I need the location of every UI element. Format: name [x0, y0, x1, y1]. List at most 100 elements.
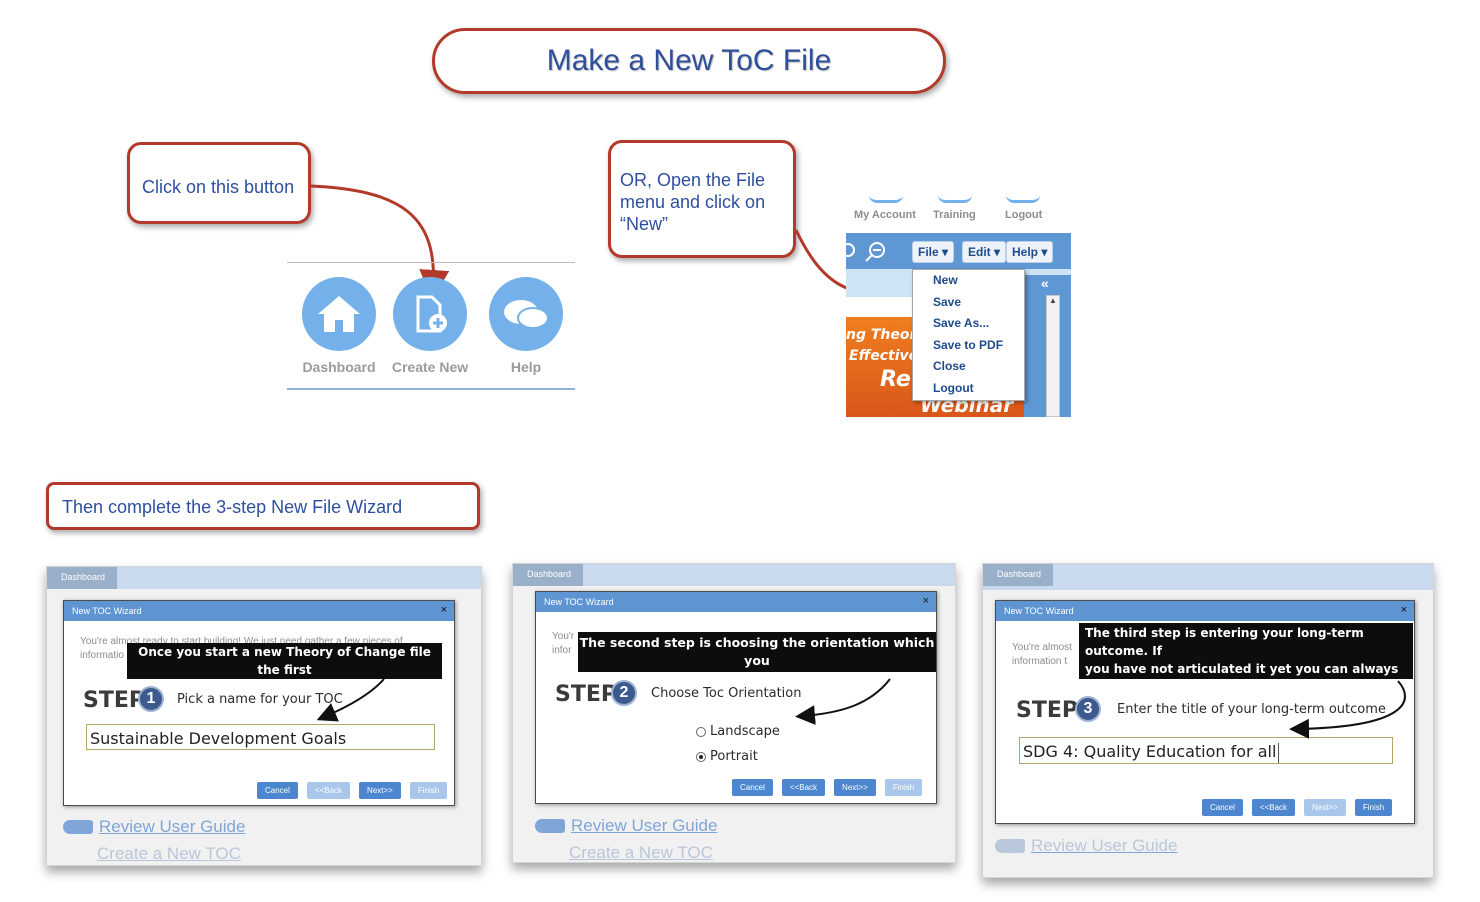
step-label: STEP	[1016, 698, 1079, 723]
finish-button[interactable]: Finish	[884, 779, 923, 796]
create-toc-link[interactable]: Create a New TOC	[569, 843, 713, 862]
callout-line: “New”	[620, 214, 668, 234]
radio-landscape[interactable]	[696, 726, 706, 737]
dashboard-button[interactable]: Dashboard	[294, 277, 384, 375]
file-menu-screenshot: My Account Training Logout File ▾ Edit ▾…	[846, 195, 1071, 417]
panel-header: Dashboard	[47, 567, 481, 589]
outcome-title-value: SDG 4: Quality Education for all	[1023, 742, 1277, 761]
nav-training[interactable]: Training	[933, 209, 976, 221]
banner-text: ng Theory	[846, 327, 926, 343]
toc-name-field[interactable]: Sustainable Development Goals	[86, 724, 435, 750]
help-button[interactable]: Help	[481, 277, 571, 375]
banner-text: Re	[880, 367, 911, 392]
note-line: you have not articulated it yet you can …	[1085, 662, 1399, 676]
wizard-step-1-panel: Dashboard New TOC Wizard× You're almost …	[46, 566, 482, 866]
portrait-option[interactable]: Portrait	[696, 749, 758, 764]
review-guide-text: Review User Guide	[1031, 836, 1178, 855]
review-guide-text: Review User Guide	[571, 816, 718, 835]
back-button[interactable]: <<Back	[781, 779, 826, 796]
wizard-buttons: Cancel <<Back Next>> Finish	[1202, 799, 1393, 816]
nav-arc	[938, 195, 972, 203]
callout-click-button: Click on this button	[127, 142, 311, 224]
close-icon[interactable]: ×	[440, 604, 447, 616]
note-line: The second step is choosing the orientat…	[579, 635, 935, 668]
menu-item-new[interactable]: New	[933, 273, 958, 287]
intro-line: informatio	[80, 650, 124, 661]
cancel-button[interactable]: Cancel	[732, 779, 773, 796]
panel-header: Dashboard	[983, 564, 1433, 590]
dialog-title: New TOC Wizard	[72, 606, 142, 616]
next-button[interactable]: Next>>	[1304, 799, 1346, 816]
instruction-note: The third step is entering your long-ter…	[1079, 623, 1413, 694]
note-line: The third step is entering your long-ter…	[1085, 626, 1364, 658]
next-button[interactable]: Next>>	[834, 779, 876, 796]
menu-bar: File ▾ Edit ▾ Help ▾	[846, 233, 1071, 269]
review-guide-link[interactable]: Review User Guide	[63, 817, 245, 837]
text-cursor	[1278, 742, 1280, 763]
zoom-out-icon[interactable]	[864, 241, 886, 263]
nav-my-account[interactable]: My Account	[854, 209, 916, 221]
review-guide-text: Review User Guide	[99, 817, 246, 836]
step-prompt: Choose Toc Orientation	[651, 686, 802, 701]
step-label: STEP	[83, 688, 146, 713]
back-button[interactable]: <<Back	[306, 782, 351, 799]
file-menu[interactable]: File ▾	[912, 241, 955, 263]
callout-line: menu and click on	[620, 192, 766, 212]
radio-portrait[interactable]	[696, 751, 706, 762]
create-new-button[interactable]: Create New	[385, 277, 475, 375]
callout-line: OR, Open the File	[620, 170, 766, 190]
help-menu-label: Help	[1012, 245, 1039, 259]
intro-line: infor	[552, 645, 572, 656]
new-document-icon	[393, 277, 467, 351]
dialog-header: New TOC Wizard ×	[996, 601, 1414, 621]
scroll-up-icon[interactable]: ▲	[1049, 296, 1057, 305]
close-icon[interactable]: ×	[922, 595, 929, 607]
outcome-title-field[interactable]: SDG 4: Quality Education for all	[1019, 737, 1393, 764]
instruction-note: Once you start a new Theory of Change fi…	[127, 643, 442, 695]
tab-dashboard[interactable]: Dashboard	[47, 567, 117, 589]
review-guide-link[interactable]: Review User Guide	[995, 836, 1177, 856]
edit-menu[interactable]: Edit ▾	[962, 241, 1007, 263]
next-button[interactable]: Next>>	[359, 782, 401, 799]
step-prompt: Pick a name for your TOC	[177, 692, 343, 707]
cancel-button[interactable]: Cancel	[1202, 799, 1243, 816]
note-line: edit the outcome later Then click finsih	[1085, 680, 1351, 694]
menu-item-logout[interactable]: Logout	[933, 380, 974, 395]
scrollbar[interactable]: ▲	[1046, 295, 1060, 417]
menu-item-save[interactable]: Save	[933, 294, 962, 309]
zoom-in-icon[interactable]	[846, 242, 858, 260]
create-toc-link[interactable]: Create a New TOC	[97, 844, 241, 863]
step-label: STEP	[555, 682, 618, 707]
pointing-hand-icon	[535, 819, 565, 833]
landscape-option[interactable]: Landscape	[696, 724, 780, 739]
nav-logout[interactable]: Logout	[1005, 209, 1043, 221]
dialog-title: New TOC Wizard	[1004, 606, 1074, 616]
help-menu[interactable]: Help ▾	[1006, 241, 1054, 263]
menu-item-save-as[interactable]: Save As...	[933, 316, 990, 330]
finish-button[interactable]: Finish	[409, 782, 448, 799]
nav-arc	[1006, 195, 1040, 203]
menu-item-close[interactable]: Close	[933, 359, 966, 373]
review-guide-link[interactable]: Review User Guide	[535, 816, 717, 836]
menu-item-save-pdf[interactable]: Save to PDF	[933, 337, 1004, 352]
close-icon[interactable]: ×	[1400, 604, 1407, 616]
pointing-hand-icon	[995, 839, 1025, 853]
finish-button[interactable]: Finish	[1354, 799, 1393, 816]
dialog-header: New TOC Wizard×	[536, 592, 936, 612]
callout-file-menu: OR, Open the File menu and click on “New…	[608, 140, 796, 258]
step-prompt: Enter the title of your long-term outcom…	[1117, 702, 1386, 717]
tab-dashboard[interactable]: Dashboard	[513, 564, 583, 586]
edit-menu-label: Edit	[968, 245, 991, 259]
tab-dashboard[interactable]: Dashboard	[983, 564, 1053, 586]
back-button[interactable]: <<Back	[1251, 799, 1296, 816]
nav-arc	[869, 195, 903, 203]
cancel-button[interactable]: Cancel	[257, 782, 298, 799]
wizard-buttons: Cancel <<Back Next>> Finish	[732, 779, 923, 796]
collapse-icon[interactable]: «	[1041, 275, 1049, 291]
